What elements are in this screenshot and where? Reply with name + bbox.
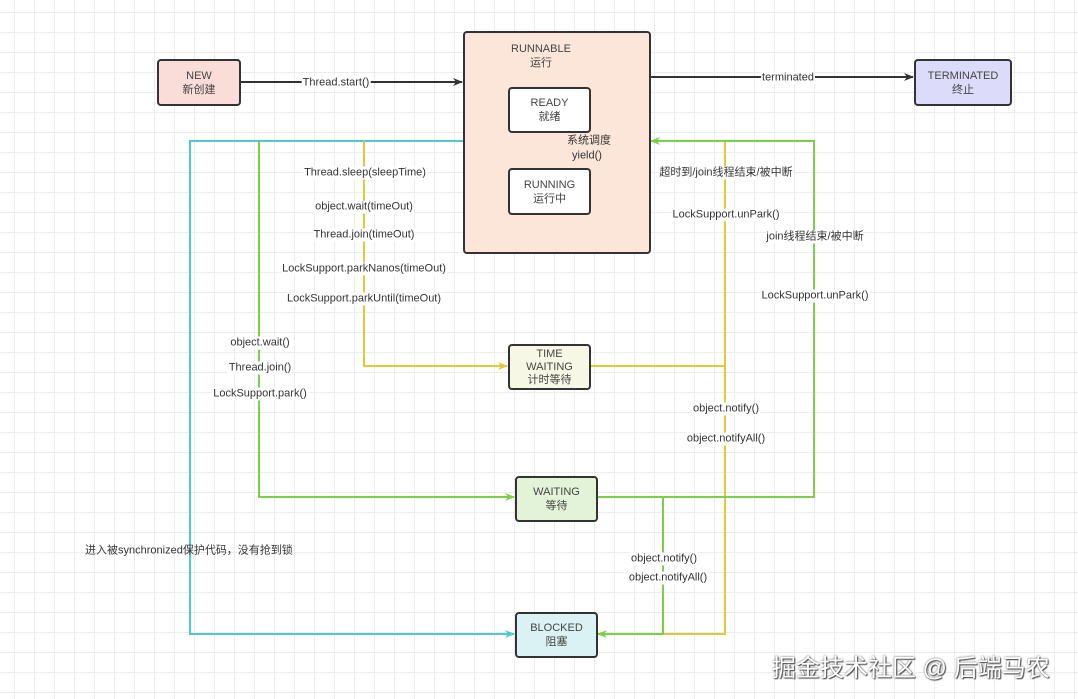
label-wait-timeout: object.wait(timeOut) — [314, 200, 414, 214]
label-notify-1: object.notify() — [691, 402, 761, 416]
edge-timewaiting-blocked — [663, 366, 726, 635]
state-running-zh: 运行中 — [533, 192, 566, 205]
state-ready-zh: 就绪 — [538, 111, 561, 123]
label-start: Thread.start() — [301, 76, 371, 90]
label-synchronized: 进入被synchronized保护代码，没有抢到锁 — [85, 544, 293, 557]
state-waiting: WAITING 等待 — [515, 476, 598, 522]
edge-waiting-blocked — [597, 497, 664, 638]
state-waiting-zh: 等待 — [545, 500, 568, 512]
label-wait: object.wait() — [229, 336, 291, 350]
state-ready-en: READY — [530, 97, 569, 109]
state-blocked: BLOCKED 阻塞 — [515, 612, 598, 658]
edge-runnable-waiting — [258, 141, 515, 501]
state-runnable: RUNNABLE 运行 — [463, 31, 651, 254]
label-join-timeout: Thread.join(timeOut) — [312, 228, 416, 242]
label-sleep: Thread.sleep(sleepTime) — [303, 166, 427, 180]
label-park: LockSupport.park() — [212, 387, 308, 401]
label-park-nanos: LockSupport.parkNanos(timeOut) — [281, 262, 447, 276]
state-terminated-zh: 终止 — [952, 83, 974, 96]
label-join: Thread.join() — [227, 361, 293, 375]
state-ready: READY 就绪 — [508, 87, 591, 133]
edge-waiting-runnable — [597, 137, 815, 498]
label-schedule: 系统调度 — [567, 134, 611, 147]
label-unpark-2: LockSupport.unPark() — [760, 289, 870, 303]
edge-runnable-blocked — [189, 140, 515, 638]
label-timeout-back: 超时到/join线程结束/被中断 — [658, 166, 794, 180]
state-runnable-zh: 运行 — [529, 57, 552, 69]
label-yield: yield() — [572, 149, 602, 162]
watermark: 掘金技术社区 @ 后端马农 — [772, 655, 1050, 682]
state-blocked-zh: 阻塞 — [545, 636, 568, 648]
state-waiting-en: WAITING — [533, 486, 580, 498]
state-running-en: RUNNING — [523, 178, 576, 191]
state-new-zh: 新创建 — [182, 83, 216, 96]
state-new: NEW 新创建 — [157, 59, 241, 106]
label-notify-2: object.notify() — [629, 552, 699, 566]
label-unpark-1: LockSupport.unPark() — [671, 208, 781, 222]
state-terminated: TERMINATED 终止 — [914, 59, 1012, 106]
state-new-en: NEW — [186, 69, 212, 82]
label-notify-all-2: object.notifyAll() — [627, 571, 709, 585]
label-notify-all-1: object.notifyAll() — [685, 432, 767, 446]
state-runnable-en: RUNNABLE — [511, 43, 571, 55]
label-terminated: terminated — [761, 71, 815, 85]
label-join-end: join线程结束/被中断 — [765, 230, 865, 244]
state-time-waiting-en1: TIME — [536, 347, 563, 360]
state-time-waiting-zh: 计时等待 — [527, 373, 572, 386]
edge-runnable-timewaiting — [363, 141, 508, 370]
state-terminated-en: TERMINATED — [927, 69, 999, 82]
state-time-waiting: TIME WAITING 计时等待 — [508, 344, 591, 390]
state-time-waiting-en2: WAITING — [526, 360, 573, 373]
state-running: RUNNING 运行中 — [508, 168, 591, 215]
state-blocked-en: BLOCKED — [530, 622, 583, 634]
label-park-until: LockSupport.parkUntil(timeOut) — [285, 292, 443, 306]
